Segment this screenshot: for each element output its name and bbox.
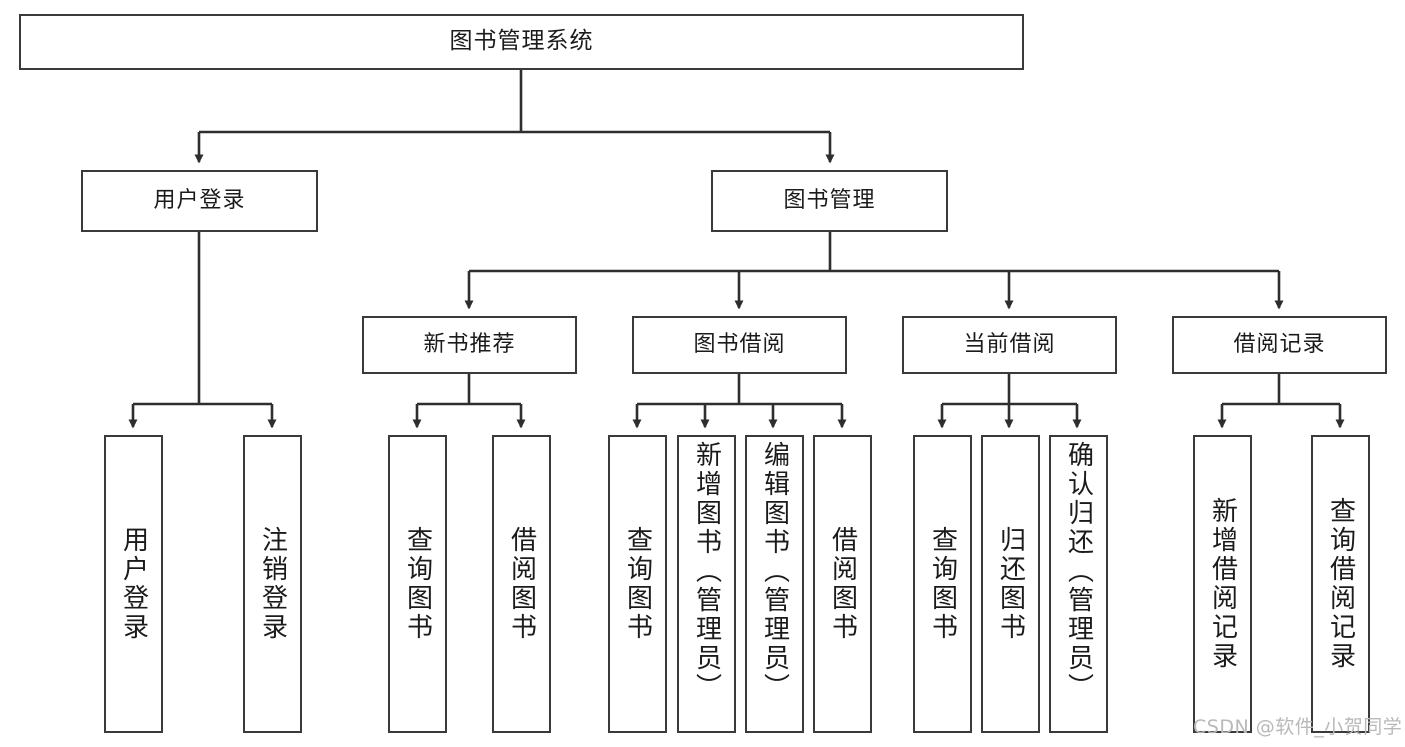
leaf-newbook-query-book[interactable]: 查询图书 xyxy=(388,435,447,733)
node-root-system[interactable]: 图书管理系统 xyxy=(19,14,1024,70)
leaf-record-add-record[interactable]: 新增借阅记录 xyxy=(1193,435,1252,733)
node-label: 借阅图书 xyxy=(827,526,858,642)
node-label: 注销登录 xyxy=(257,526,288,642)
leaf-borrow-borrow-book[interactable]: 借阅图书 xyxy=(813,435,872,733)
node-book-borrow[interactable]: 图书借阅 xyxy=(632,316,847,374)
leaf-current-query-book[interactable]: 查询图书 xyxy=(913,435,972,733)
leaf-borrow-edit-book-admin[interactable]: 编辑图书（管理员） xyxy=(745,435,804,733)
node-label: 编辑图书（管理员） xyxy=(759,441,790,702)
leaf-record-query-record[interactable]: 查询借阅记录 xyxy=(1311,435,1370,733)
node-label: 查询借阅记录 xyxy=(1325,497,1356,671)
node-label: 查询图书 xyxy=(622,526,653,642)
node-label: 归还图书 xyxy=(995,526,1026,642)
node-label: 用户登录 xyxy=(118,526,149,642)
leaf-borrow-add-book-admin[interactable]: 新增图书（管理员） xyxy=(677,435,736,733)
node-label: 图书借阅 xyxy=(693,332,786,358)
node-label: 新增图书（管理员） xyxy=(691,441,722,702)
node-new-book-recommend[interactable]: 新书推荐 xyxy=(362,316,577,374)
node-book-management[interactable]: 图书管理 xyxy=(711,170,948,232)
node-label: 用户登录 xyxy=(153,188,246,214)
node-label: 借阅记录 xyxy=(1233,332,1326,358)
node-label: 确认归还（管理员） xyxy=(1063,441,1094,702)
node-current-borrow[interactable]: 当前借阅 xyxy=(902,316,1117,374)
node-label: 图书管理系统 xyxy=(449,28,594,55)
node-label: 新书推荐 xyxy=(423,332,516,358)
node-label: 查询图书 xyxy=(402,526,433,642)
node-label: 图书管理 xyxy=(783,188,876,214)
leaf-current-confirm-return-admin[interactable]: 确认归还（管理员） xyxy=(1049,435,1108,733)
node-label: 查询图书 xyxy=(927,526,958,642)
leaf-newbook-borrow-book[interactable]: 借阅图书 xyxy=(492,435,551,733)
leaf-user-login[interactable]: 用户登录 xyxy=(104,435,163,733)
leaf-borrow-query-book[interactable]: 查询图书 xyxy=(608,435,667,733)
leaf-logout[interactable]: 注销登录 xyxy=(243,435,302,733)
node-user-login[interactable]: 用户登录 xyxy=(81,170,318,232)
node-label: 新增借阅记录 xyxy=(1207,497,1238,671)
node-borrow-record[interactable]: 借阅记录 xyxy=(1172,316,1387,374)
node-label: 借阅图书 xyxy=(506,526,537,642)
node-label: 当前借阅 xyxy=(963,332,1056,358)
leaf-current-return-book[interactable]: 归还图书 xyxy=(981,435,1040,733)
